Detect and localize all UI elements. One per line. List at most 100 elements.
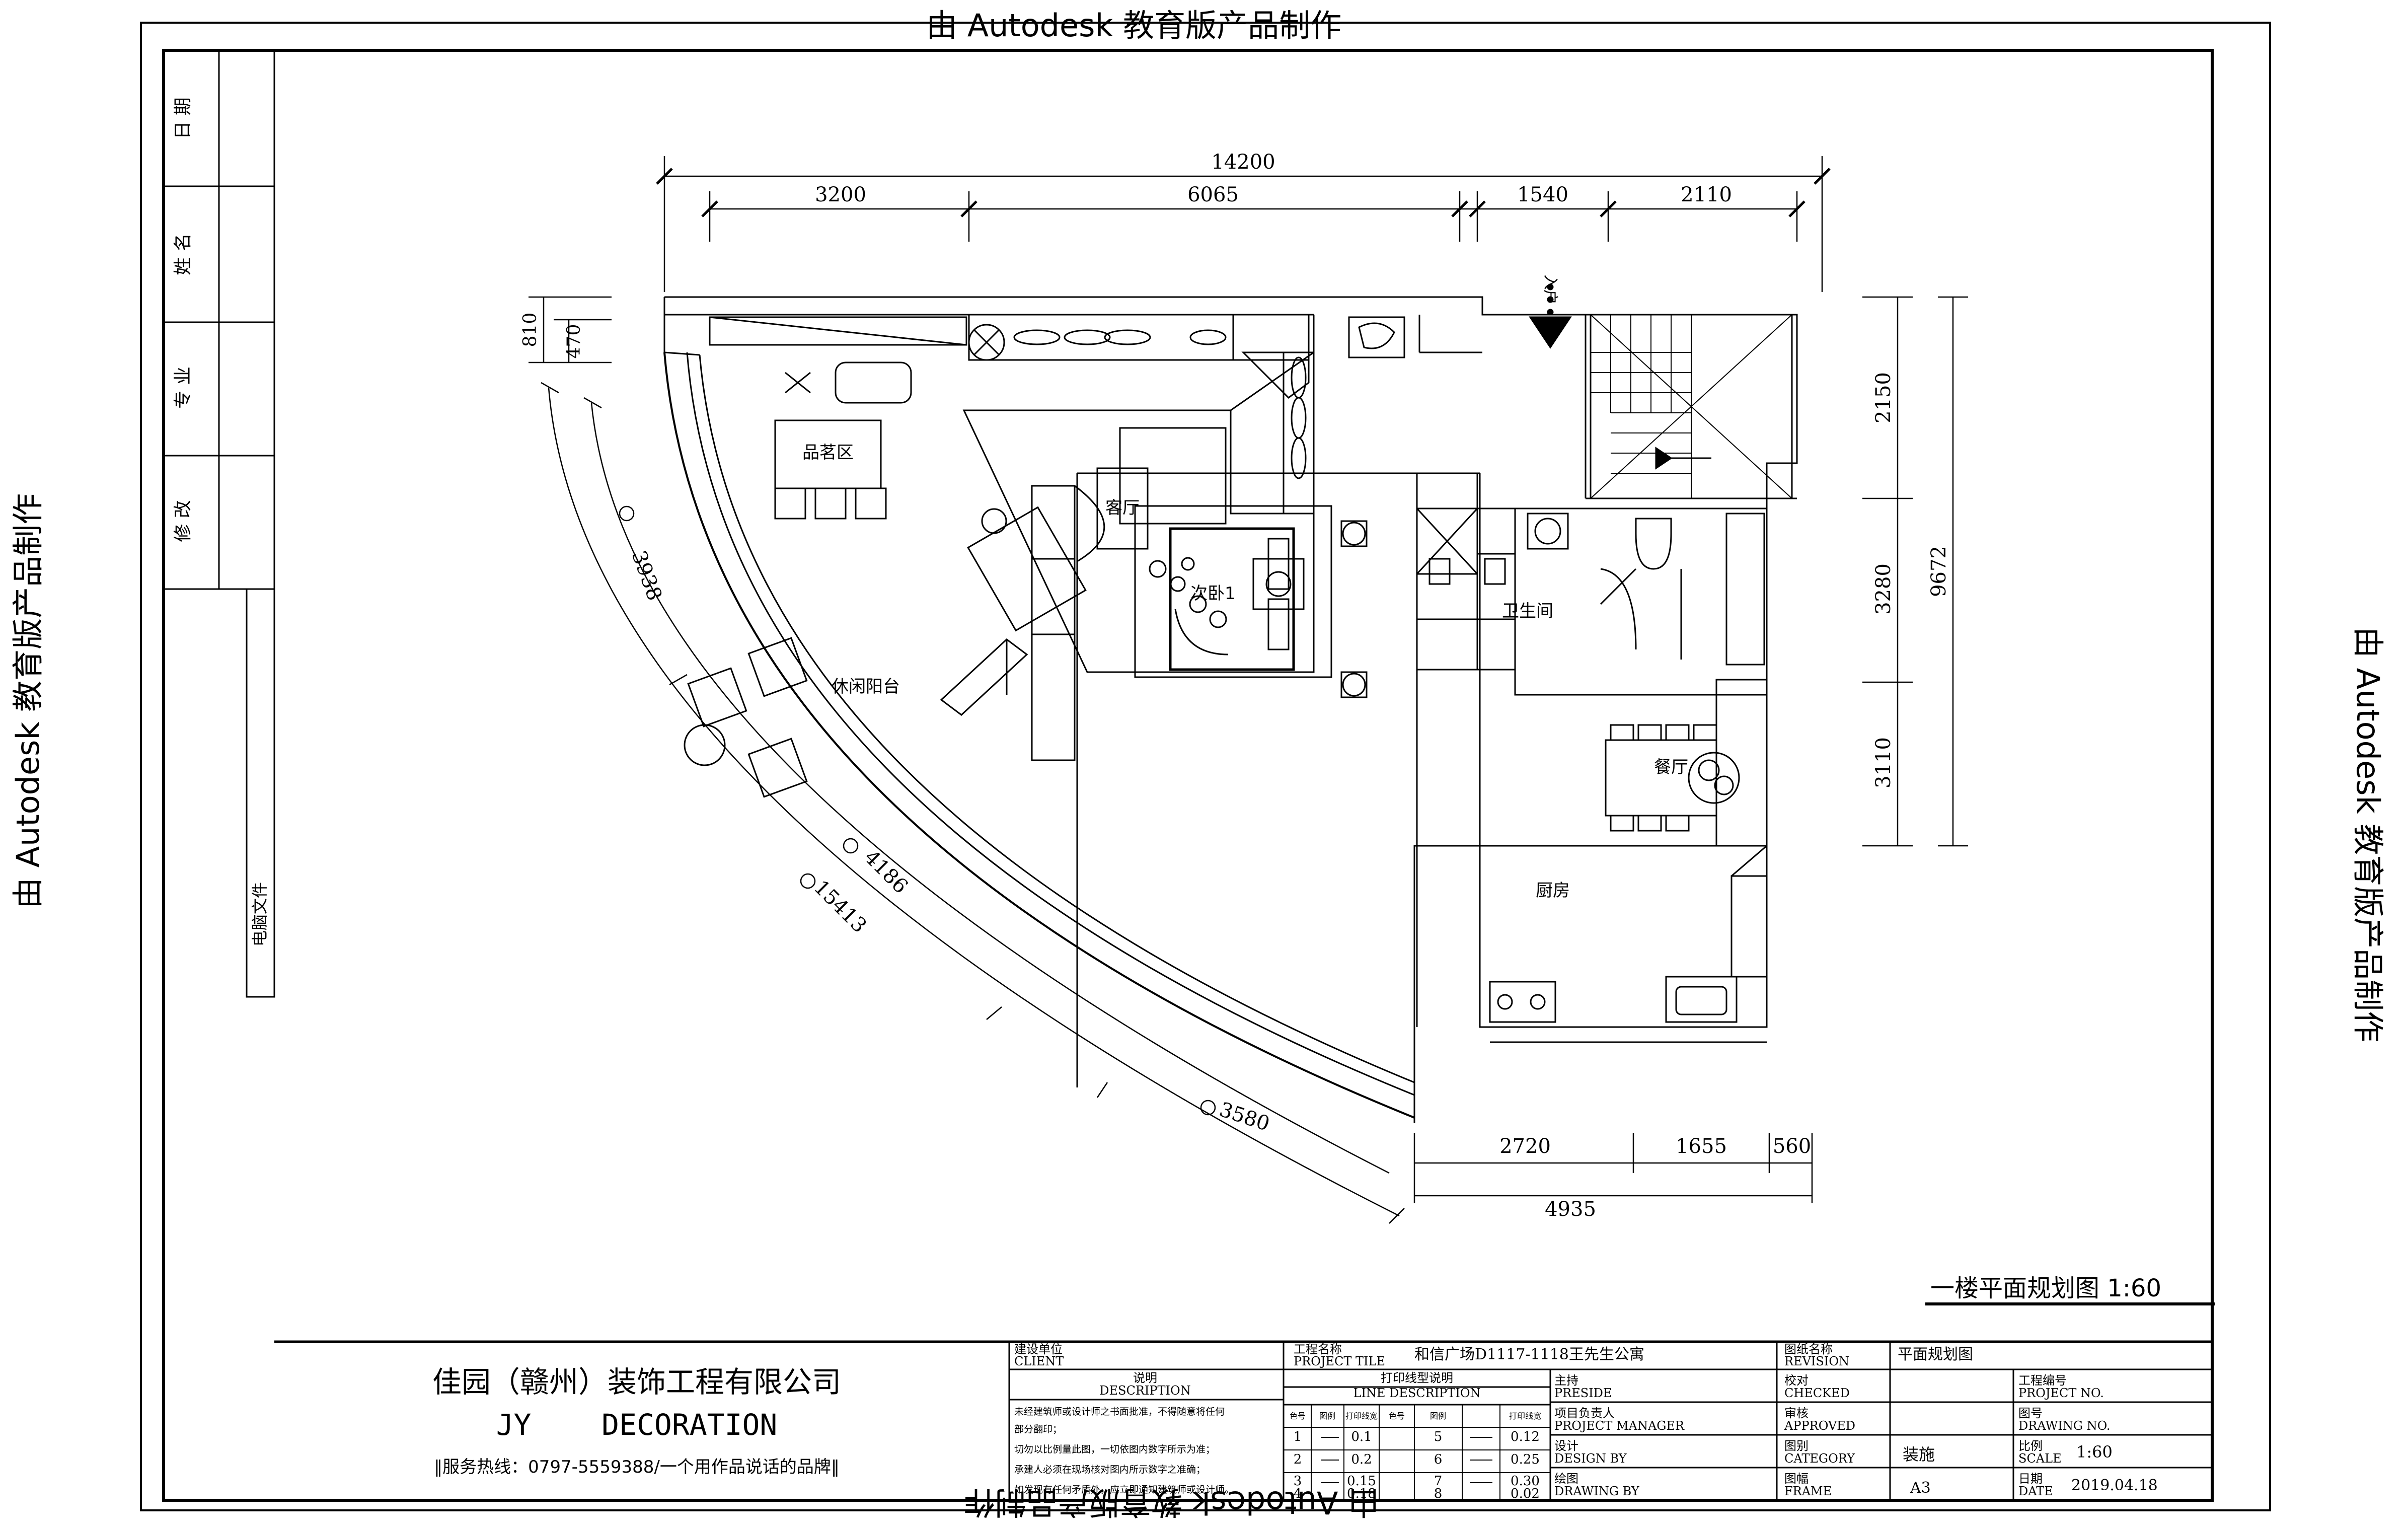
category-en: CATEGORY [1784,1451,1855,1466]
project-title-en: PROJECT TILE [1294,1354,1385,1368]
checked-en: CHECKED [1784,1386,1850,1400]
line-row-4-c: 8 [1434,1486,1443,1501]
company-name: 佳园（赣州）装饰工程有限公司 [432,1365,841,1399]
line-desc-en: LINE DESCRIPTION [1353,1386,1481,1400]
project-no-en: PROJECT NO. [2018,1386,2104,1400]
revision-value: 平面规划图 [1898,1346,1973,1363]
dim-top-1: 3200 [815,183,866,206]
line-row-1-c: 5 [1434,1429,1443,1444]
line-row-1-a: 1 [1294,1429,1302,1444]
arc-dimensions: 3938 4186 15413 3580 [541,382,1405,1224]
pm-cn: 项目负责人 [1554,1406,1615,1420]
room-label-kitchen: 厨房 [1536,881,1570,901]
drawing-by-cn: 绘图 [1554,1472,1578,1486]
line-row-3-a: 3 [1294,1474,1302,1489]
date-cn: 日期 [2018,1472,2043,1486]
line-header-3: 打印线宽 [1345,1411,1378,1421]
client-en: CLIENT [1014,1354,1064,1368]
line-header-4: 色号 [1389,1411,1405,1421]
right-dimensions: 2150 3280 3110 9672 [1862,296,1968,847]
project-title-cn: 工程名称 [1294,1342,1342,1356]
outer-frame [140,22,2271,1511]
arc-dim-4: 3580 [1217,1098,1272,1136]
watermark-top: 由 Autodesk 教育版产品制作 [926,7,1342,44]
checked-cn: 校对 [1784,1373,1809,1388]
category-value: 装施 [1903,1445,1935,1464]
floor-plan [663,283,1798,1123]
dim-top-2: 6065 [1187,183,1239,206]
title-block [274,1340,2212,1500]
frame-cn: 图幅 [1784,1472,1809,1486]
dim-top-total: 14200 [1211,151,1275,174]
category-cn: 图别 [1784,1439,1809,1453]
line-header-5: 图例 [1430,1411,1446,1421]
desc-en: DESCRIPTION [1099,1384,1190,1398]
client-cn: 建设单位 [1014,1342,1063,1356]
line-row-4-d: 0.02 [1511,1486,1540,1501]
line-row-1-b: 0.1 [1351,1429,1372,1444]
drawing-title: 一楼平面规划图 1:60 [1930,1274,2161,1302]
revision-en: REVISION [1784,1354,1849,1368]
room-label-entry: 入户 [1541,274,1559,305]
scale-cn: 比例 [2018,1439,2043,1453]
arc-dim-3: 15413 [809,876,871,938]
arc-dim-2: 4186 [860,846,913,899]
title-block-text: 佳园（赣州）装饰工程有限公司 JY DECORATION ‖服务热线：0797-… [432,1342,2158,1501]
line-header-6: 打印线宽 [1509,1411,1541,1421]
design-en: DESIGN BY [1554,1451,1627,1466]
preside-en: PRESIDE [1554,1386,1612,1400]
line-row-3-b: 0.15 [1347,1474,1376,1489]
frame-en: FRAME [1784,1484,1832,1498]
line-row-2-d: 0.25 [1511,1452,1540,1467]
desc-line-1: 未经建筑师或设计师之书面批准，不得随意将任何 [1014,1406,1225,1417]
line-row-4-b: 0.18 [1347,1486,1376,1501]
approved-cn: 审核 [1784,1406,1809,1420]
company-hotline: ‖服务热线：0797-5559388/一个用作品说话的品牌‖ [434,1457,840,1477]
desc-line-2: 部分翻印； [1014,1424,1062,1435]
dim-right-2: 3280 [1872,563,1895,615]
line-row-3-c: 7 [1434,1474,1443,1489]
room-label-dining: 餐厅 [1654,757,1688,777]
room-label-living: 客厅 [1105,498,1140,518]
dim-bottom-1: 2720 [1499,1135,1551,1158]
desc-cn: 说明 [1133,1371,1157,1385]
dim-right-total: 9672 [1927,546,1950,597]
line-row-4-a: 4 [1294,1486,1302,1501]
rev-col-major: 专 业 [173,367,193,408]
rev-col-date: 日 期 [173,97,193,139]
dim-bottom-2: 1655 [1676,1135,1727,1158]
date-value: 2019.04.18 [2071,1477,2158,1494]
inner-frame [162,49,2214,1502]
top-dimensions: 14200 3200 6065 1540 2110 [656,151,1831,292]
line-desc-cn: 打印线型说明 [1381,1371,1453,1385]
bottom-dimensions: 2720 1655 560 4935 [1413,1133,1813,1221]
dim-right-3: 3110 [1872,737,1895,788]
dim-left-810: 810 [520,313,541,347]
dim-bottom-total: 4935 [1545,1198,1596,1221]
drawing-no-cn: 图号 [2018,1406,2043,1420]
drawing-no-en: DRAWING NO. [2018,1419,2111,1433]
drawing-by-en: DRAWING BY [1554,1484,1640,1498]
dim-left-470: 470 [564,324,584,359]
scale-value: 1:60 [2076,1442,2113,1462]
frame-value: A3 [1910,1479,1931,1497]
company-name-en: JY DECORATION [496,1408,778,1442]
preside-cn: 主持 [1554,1373,1578,1388]
design-cn: 设计 [1554,1439,1578,1453]
line-row-2-b: 0.2 [1351,1452,1372,1467]
dim-top-4: 2110 [1681,183,1732,206]
room-label-bath: 卫生间 [1502,601,1553,621]
left-small-dimensions: 810 470 [520,296,612,363]
line-header-1: 色号 [1290,1411,1306,1421]
room-label-tea: 品茗区 [802,443,854,463]
line-row-3-d: 0.30 [1511,1474,1540,1489]
dim-right-1: 2150 [1872,372,1895,423]
revision-cn: 图纸名称 [1784,1342,1833,1356]
dim-bottom-3: 560 [1773,1135,1811,1158]
rev-col-name: 姓 名 [173,233,193,275]
revision-table: 日 期 姓 名 专 业 修 改 电脑文件 [163,49,275,998]
approved-en: APPROVED [1784,1419,1855,1433]
room-label-balcony: 休闲阳台 [832,677,900,697]
arc-dim-1: 3938 [627,548,666,604]
